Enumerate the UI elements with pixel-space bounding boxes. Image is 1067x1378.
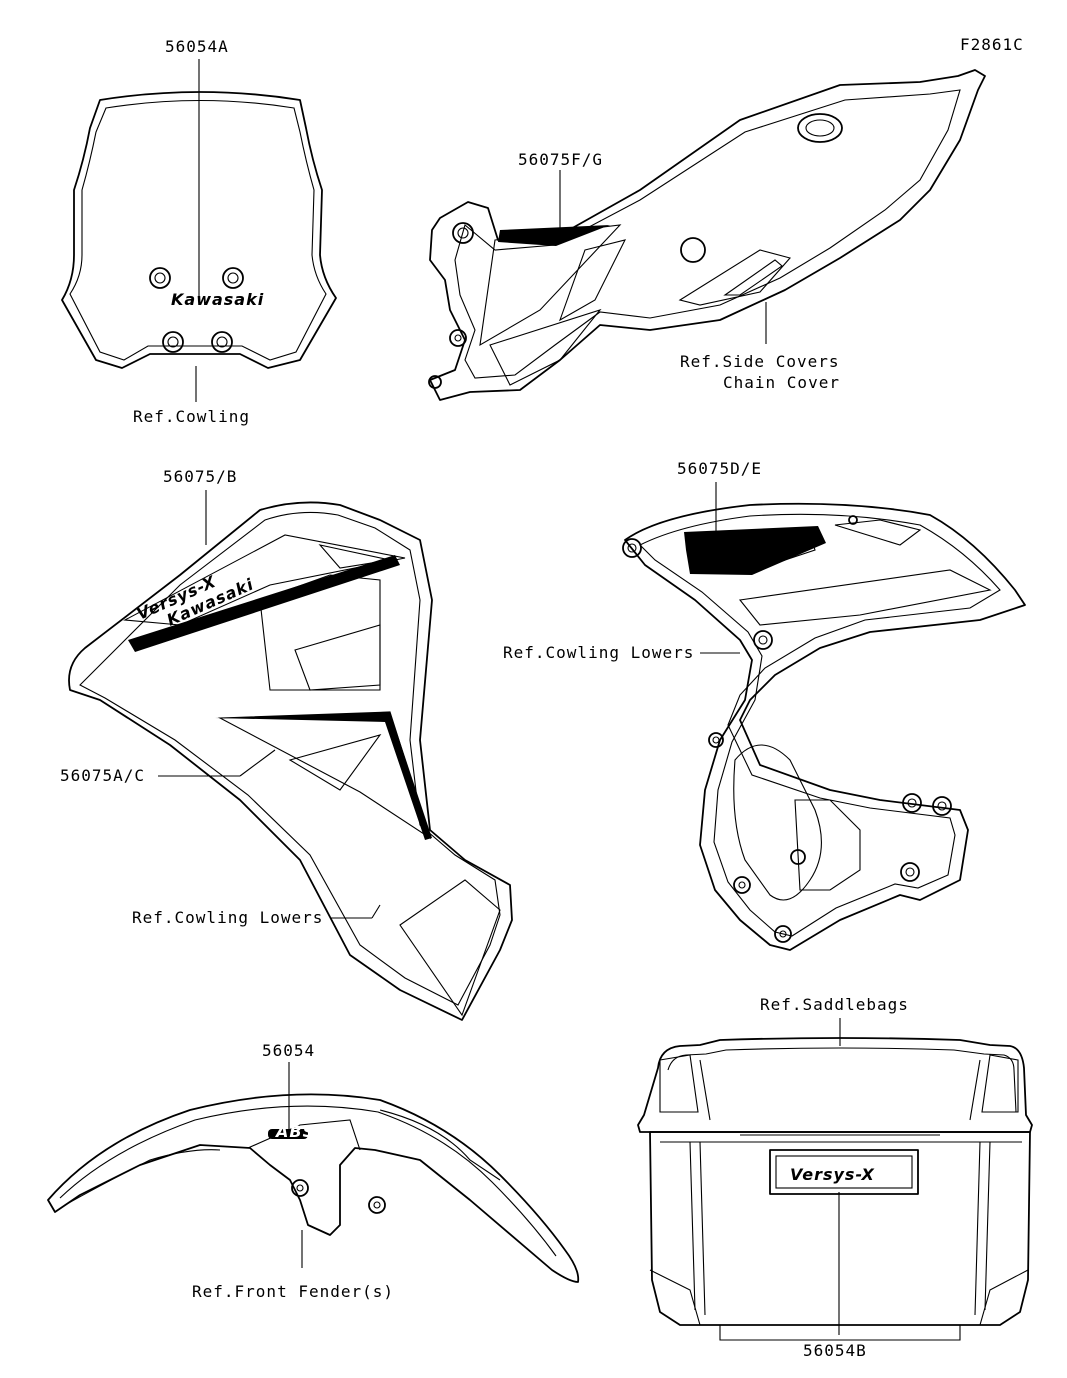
callout-56075B: 56075/B [163, 467, 237, 486]
side-cover-part [428, 69, 986, 401]
callout-56054B: 56054B [803, 1341, 867, 1360]
leader-ref-cowling-lowers-left-tip [371, 904, 381, 919]
callout-ref-cowling-lowers-right: Ref.Cowling Lowers [503, 643, 694, 662]
saddlebag-part: Versys-X [637, 1037, 1033, 1341]
callout-ref-cowling: Ref.Cowling [133, 407, 250, 426]
windshield-kawasaki-logo: Kawasaki [171, 290, 264, 309]
front-fender-part: ABS [47, 1093, 580, 1283]
callout-56054A: 56054A [165, 37, 229, 56]
saddlebag-versys-logo: Versys-X [790, 1165, 875, 1184]
figure-code: F2861C [960, 35, 1024, 54]
callout-ref-cowling-lowers-left: Ref.Cowling Lowers [132, 908, 323, 927]
callout-ref-chain-cover: Chain Cover [723, 373, 840, 392]
right-cowling-lower-part [622, 502, 1026, 951]
callout-56075DE: 56075D/E [677, 459, 762, 478]
fender-abs-logo: ABS [274, 1122, 315, 1141]
callout-ref-saddlebags: Ref.Saddlebags [760, 995, 909, 1014]
callout-ref-side-covers: Ref.Side Covers [680, 352, 840, 371]
windshield-part: Kawasaki [61, 91, 337, 369]
callout-56075AC: 56075A/C [60, 766, 145, 785]
leader-56075AC-tip [239, 749, 276, 777]
callout-56075FG: 56075F/G [518, 150, 603, 169]
callout-ref-front-fender: Ref.Front Fender(s) [192, 1282, 394, 1301]
left-cowling-lower-part: Versys-X Kawasaki [68, 501, 513, 1021]
callout-56054: 56054 [262, 1041, 315, 1060]
